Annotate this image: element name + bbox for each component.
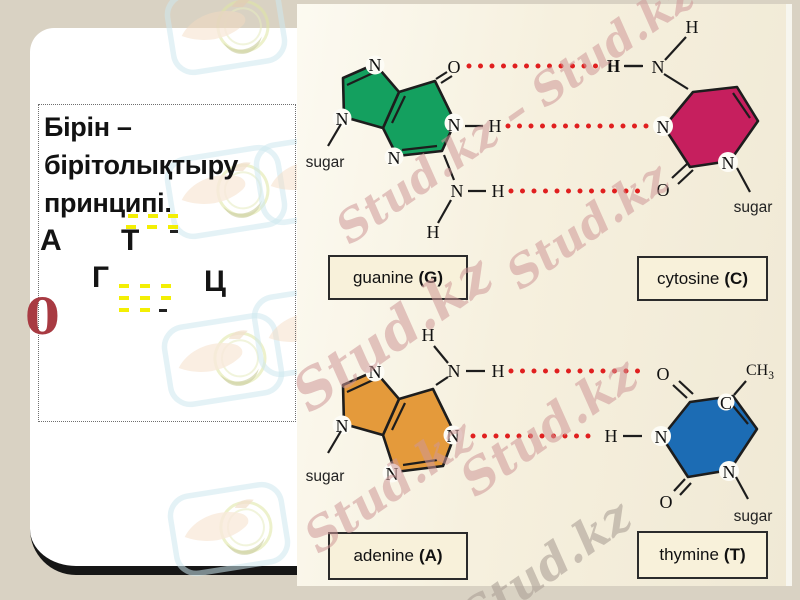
complement-dash [119, 284, 129, 288]
guanine-name: guanine [352, 267, 414, 287]
complement-dash [168, 225, 178, 229]
base-letter-a: А [40, 224, 62, 257]
principle-textbox [38, 104, 296, 422]
thymine-ring [660, 394, 759, 479]
thymine-o2-label: O [660, 492, 673, 512]
adenine-amine-n-label: N [448, 361, 461, 381]
cytosine-name-box: cytosine (C) [637, 256, 768, 301]
thymine-methyl-label: CH3 [746, 362, 774, 382]
cytosine-amine-h-label: H [608, 56, 621, 76]
guanine-sugar-label: sugar [306, 154, 345, 171]
complement-dash [126, 225, 136, 229]
guanine-n9-label: N [336, 109, 349, 129]
cytosine-ring [662, 85, 760, 169]
complement-dash [140, 284, 150, 288]
adenine-sugar-label: sugar [306, 468, 345, 485]
thymine-n1-label: N [723, 462, 736, 482]
cytosine-top-h-label: H [686, 17, 699, 37]
base-letter-g: Г [92, 261, 110, 294]
adenine-molecule: N N N N N H H sugar [306, 325, 505, 485]
thymine-name: thymine [659, 545, 719, 564]
guanine-amine-n-label: N [451, 181, 464, 201]
cytosine-o2-label: O [657, 180, 670, 200]
adenine-symbol: (A) [418, 546, 443, 565]
adenine-n1-label: N [447, 426, 460, 446]
hydrogen-bonds [466, 63, 650, 439]
thymine-o4-label: O [657, 364, 670, 384]
cytosine-symbol: (C) [724, 268, 748, 288]
guanine-o6-label: O [448, 57, 461, 77]
complement-dash [147, 225, 157, 229]
base-letter-c: Ц [204, 265, 226, 298]
guanine-amine-h-label: H [492, 181, 505, 201]
guanine-molecule: N N N N O N H H H sugar [306, 55, 505, 242]
slide-title: Бірін – бірітолықтыру принципі. [44, 108, 294, 222]
cytosine-molecule: N N N H H O sugar [608, 17, 773, 216]
complement-dash-black [170, 230, 178, 233]
thymine-c5-label: C [720, 393, 732, 413]
guanine-name-box: guanine (G) [328, 255, 468, 300]
adenine-n7-label: N [369, 362, 382, 382]
complement-dash [140, 296, 150, 300]
thymine-h-label: H [605, 426, 618, 446]
complement-dash [140, 308, 150, 312]
thymine-n3-label: N [655, 427, 668, 447]
complement-dash [168, 214, 178, 218]
adenine-n3-label: N [386, 464, 399, 484]
guanine-n7-label: N [369, 55, 382, 75]
complement-dash [119, 296, 129, 300]
title-line-3: принципі. [44, 188, 172, 218]
adenine-n9-label: N [336, 416, 349, 436]
complement-dash-black [159, 309, 167, 312]
base-pair-figure: N N N N O N H H H sugar [297, 4, 792, 586]
complement-dash [148, 214, 158, 218]
complement-dash [161, 296, 171, 300]
complement-dash [128, 214, 138, 218]
cytosine-amine-n-label: N [652, 57, 665, 77]
molecule-diagram: N N N N O N H H H sugar [306, 17, 775, 525]
cytosine-sugar-label: sugar [734, 199, 773, 216]
bridge-labels: H [607, 56, 642, 76]
base-letter-t: Т [121, 224, 140, 257]
complement-dash [161, 284, 171, 288]
guanine-symbol: (G) [418, 267, 444, 287]
cytosine-n3-label: N [657, 117, 670, 137]
complement-dash [119, 308, 129, 312]
adenine-name: adenine [353, 546, 414, 565]
title-line-2: бірітолықтыру [44, 150, 239, 180]
adenine-top-h-label: H [422, 325, 435, 345]
thymine-molecule: N N C O O H CH3 sugar [605, 362, 775, 525]
stud-kz-logo-watermark [160, 474, 299, 585]
thymine-sugar-label: sugar [734, 508, 773, 525]
cytosine-n1-label: N [722, 153, 735, 173]
stray-zero-character: 0 [25, 287, 60, 346]
guanine-n3-label: N [388, 148, 401, 168]
gc1-h-label: H [607, 56, 620, 76]
adenine-name-box: adenine (A) [328, 532, 468, 580]
thymine-symbol: (T) [723, 545, 746, 564]
guanine-bottom-h-label: H [427, 222, 440, 242]
guanine-n1-label: N [448, 115, 461, 135]
cytosine-name: cytosine [657, 268, 720, 288]
guanine-h1-label: H [489, 116, 502, 136]
title-line-1: Бірін – [44, 112, 132, 142]
adenine-amine-h-label: H [492, 361, 505, 381]
thymine-name-box: thymine (T) [637, 531, 768, 579]
